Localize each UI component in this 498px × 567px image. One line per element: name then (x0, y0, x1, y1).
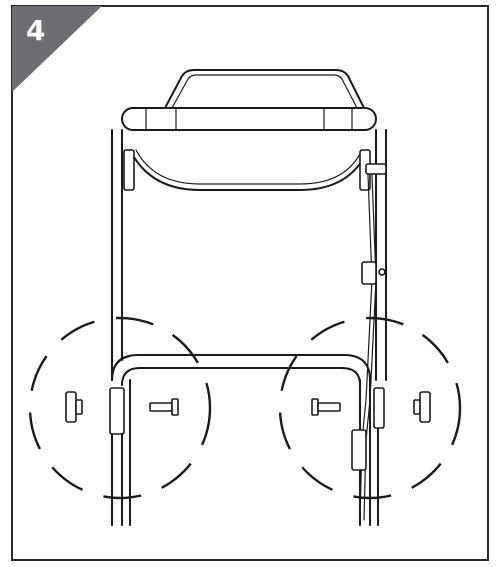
left-bail-pivot (123, 149, 135, 191)
diagram-border (11, 5, 489, 561)
right-handle-knob-mount (373, 387, 385, 429)
left-handle-knob-mount (109, 387, 125, 435)
wheel-mount-left-icon (28, 316, 212, 500)
step-number: 4 (26, 14, 45, 47)
cable-connector (351, 429, 367, 471)
step-badge: 4 (12, 6, 102, 92)
left-bolt (149, 402, 173, 412)
control-bail (129, 149, 369, 191)
step-badge-triangle (12, 6, 102, 92)
right-wheel-outline (278, 316, 462, 500)
upper-handle-bar (164, 69, 365, 109)
handle-grip-bar (121, 107, 377, 131)
wheel-mount-right-icon (278, 316, 462, 500)
left-wheel-outline (28, 316, 212, 500)
cable-clip (361, 261, 377, 285)
right-bolt (317, 402, 341, 412)
mower-handle-diagram (109, 69, 387, 526)
